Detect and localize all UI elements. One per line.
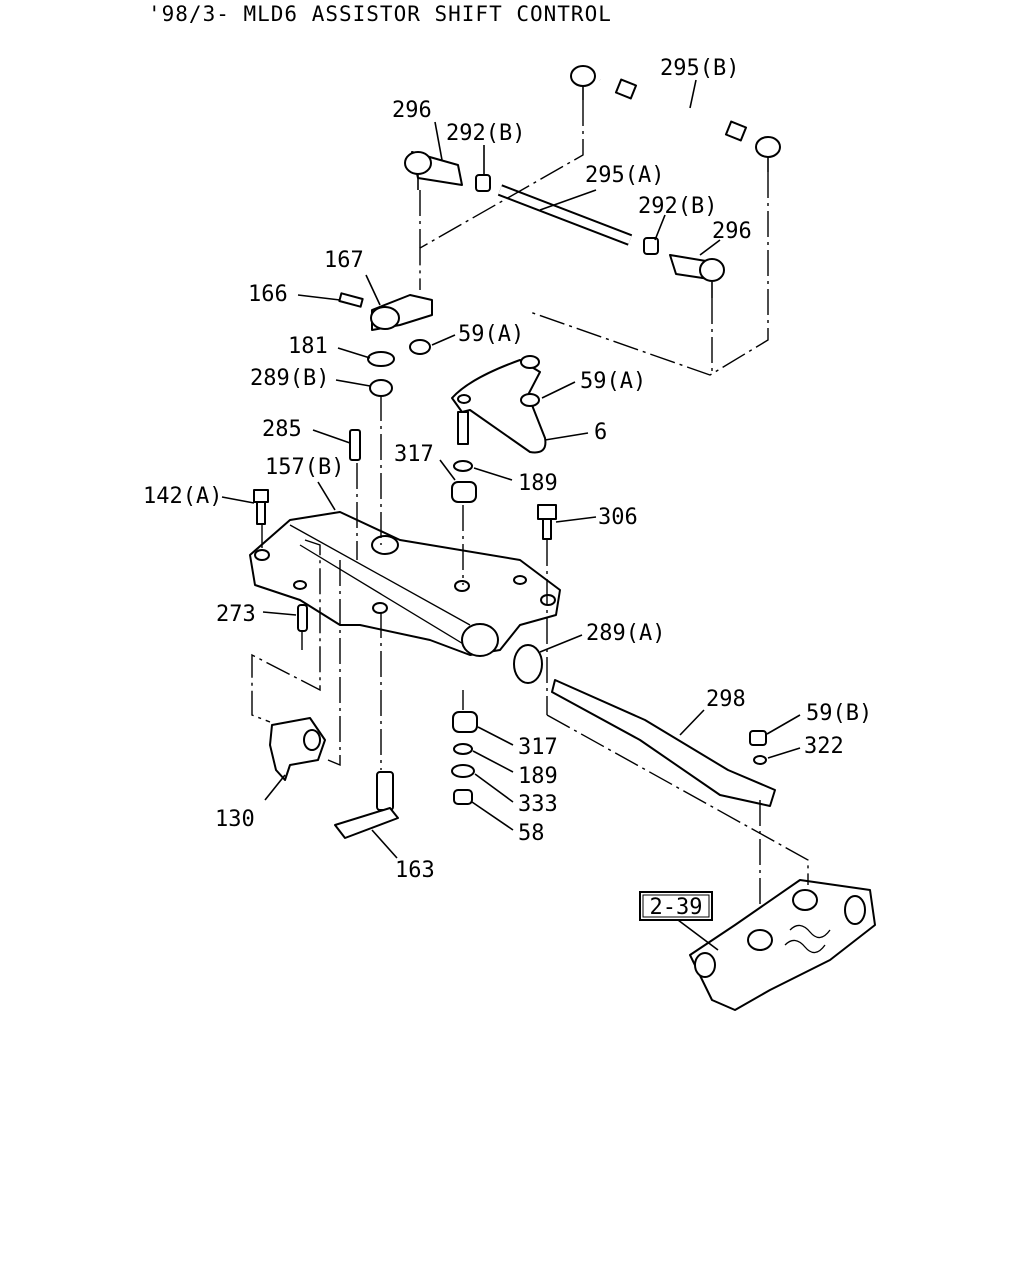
rod-295a [497,184,725,298]
label-59b: 59(B) [806,701,872,726]
label-163: 163 [395,858,435,883]
label-58: 58 [518,821,545,846]
lever-167 [338,292,433,331]
bolt-306 [537,504,557,540]
part-labels: 295(B) 296 292(B) 295(A) 292(B) 296 167 … [143,56,872,883]
label-59a-bracket: 59(A) [580,369,646,394]
bracket-6 [451,355,547,454]
label-322: 322 [804,734,844,759]
label-296-right: 296 [712,219,752,244]
label-333: 333 [518,792,558,817]
label-317-upper: 317 [394,442,434,467]
diagram-title: '98/3- MLD6 ASSISTOR SHIFT CONTROL [148,2,612,26]
label-273: 273 [216,602,256,627]
label-285: 285 [262,417,302,442]
block-130 [269,717,326,781]
washers-upper [367,339,431,397]
rod-end-296-left [404,151,491,192]
label-167: 167 [324,248,364,273]
label-157b: 157(B) [265,455,344,480]
label-142a: 142(A) [143,484,222,509]
label-295a: 295(A) [585,163,664,188]
label-289a: 289(A) [586,621,665,646]
tie-rod-295b [570,65,781,172]
label-189-lower: 189 [518,764,558,789]
bolt-142a [253,489,269,525]
assembly-2-39 [689,879,876,1011]
label-317-lower: 317 [518,735,558,760]
ref-box-label: 2-39 [650,895,703,920]
label-6: 6 [594,420,607,445]
label-292b-left: 292(B) [446,121,525,146]
nut-59b [749,730,767,765]
shaft-298 [551,679,776,807]
construction-lines [251,100,809,905]
label-189-upper: 189 [518,471,558,496]
label-295b: 295(B) [660,56,739,81]
label-181: 181 [288,334,328,359]
housing-157b [249,511,561,657]
label-306: 306 [598,505,638,530]
pin-273 [297,604,308,632]
label-292b-right: 292(B) [638,194,717,219]
seal-289a [513,644,543,684]
label-296-left: 296 [392,98,432,123]
label-298: 298 [706,687,746,712]
breather-285 [349,429,361,461]
lower-stack [451,711,478,805]
label-289b: 289(B) [250,366,329,391]
leader-lines [221,79,801,951]
ref-box-2-39: 2-39 [639,891,713,921]
label-166: 166 [248,282,288,307]
bushings-upper [451,460,477,503]
lever-163 [334,771,399,839]
label-130: 130 [215,807,255,832]
label-59a-top: 59(A) [458,322,524,347]
